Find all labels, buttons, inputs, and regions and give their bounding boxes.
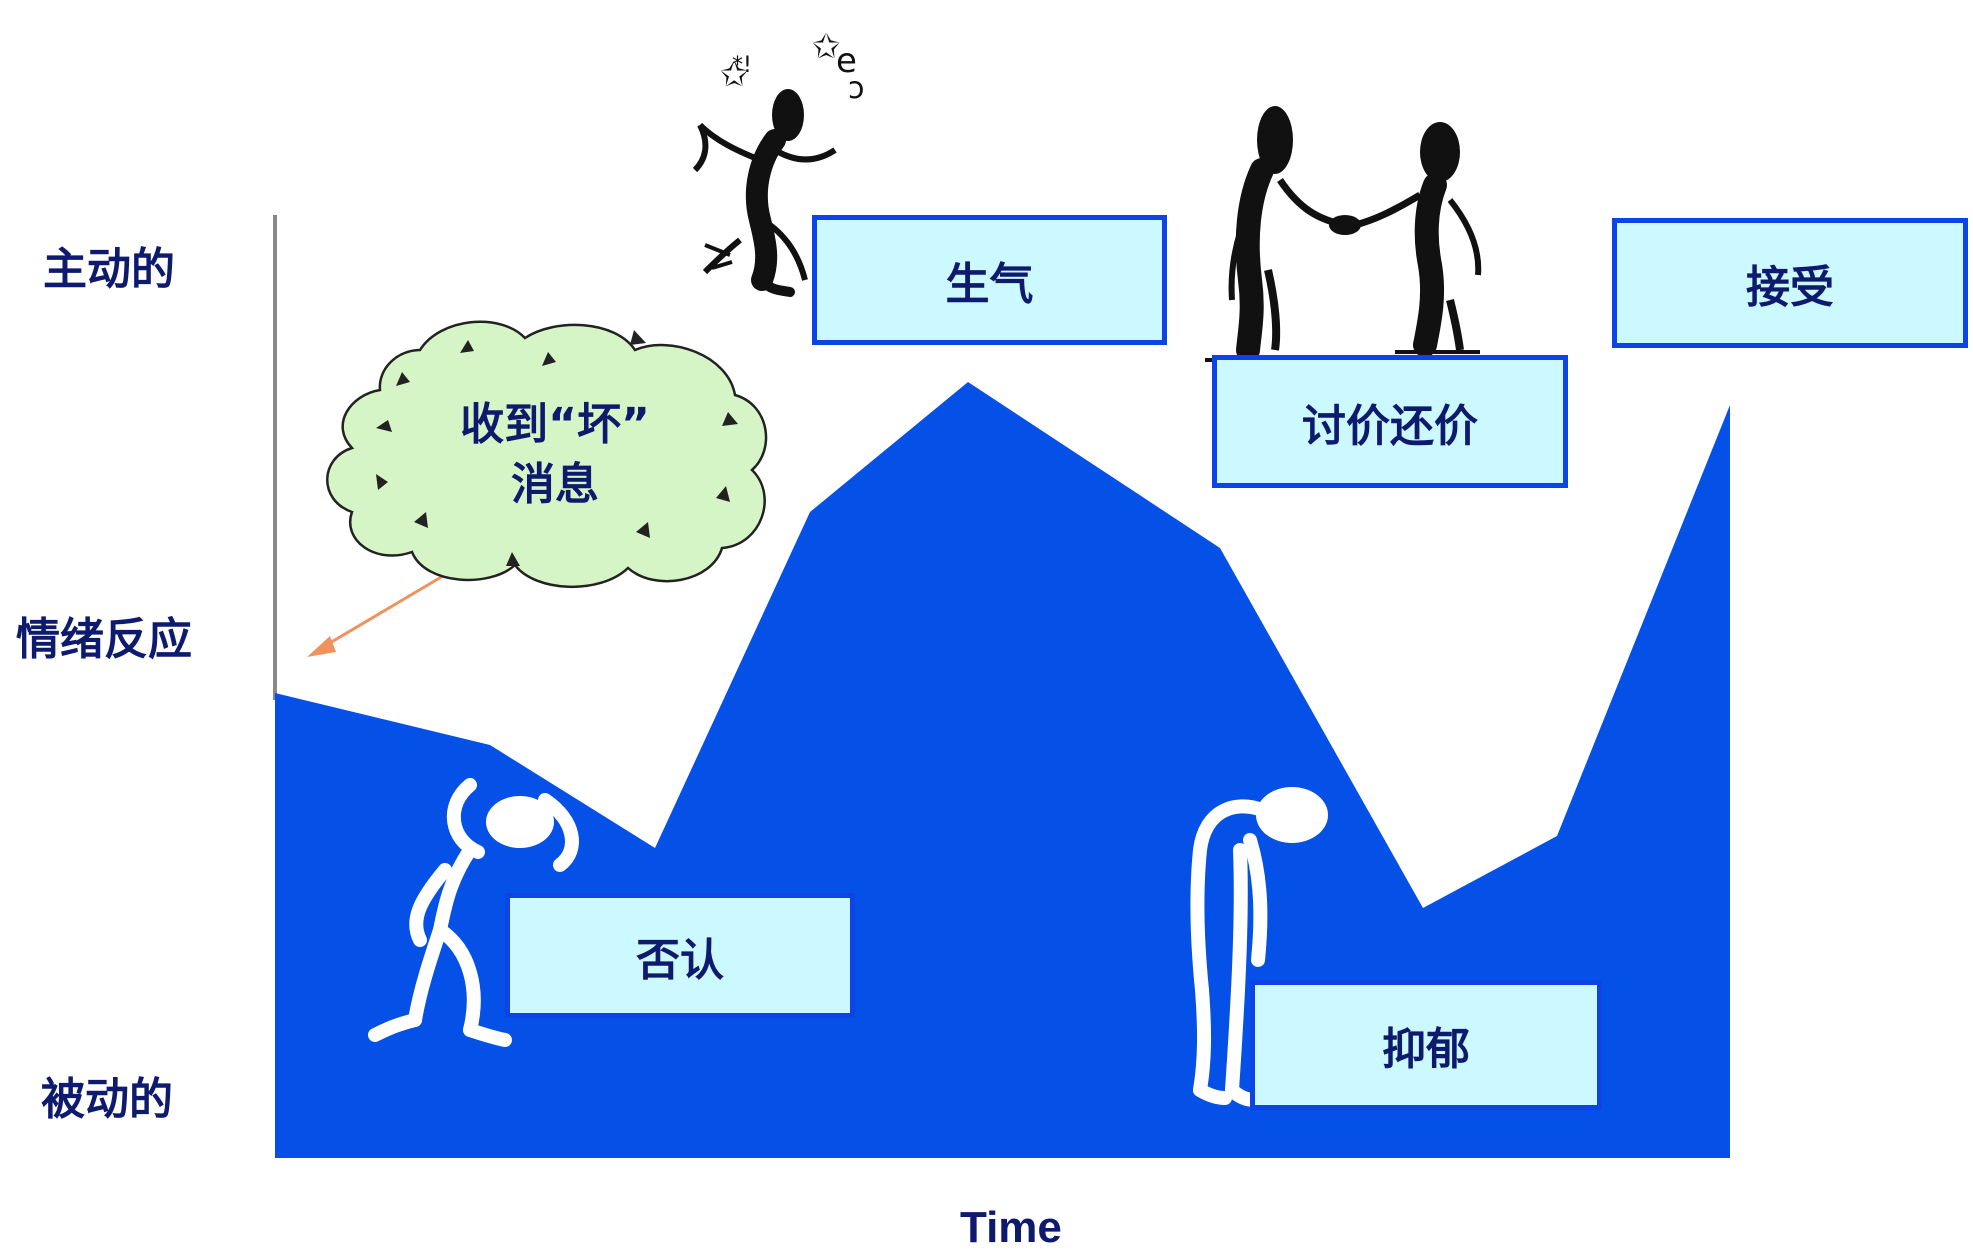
stage-box-acceptance: 接受 xyxy=(1612,218,1968,348)
svg-text:✩: ✩ xyxy=(720,55,749,95)
trigger-text: 收到“坏” 消息 xyxy=(435,395,675,515)
stage-label-denial: 否认 xyxy=(636,934,724,986)
trigger-arrow xyxy=(307,571,449,657)
stage-box-anger: 生气 xyxy=(812,215,1167,345)
y-label-active: 主动的 xyxy=(43,244,175,295)
stage-label-acceptance: 接受 xyxy=(1746,262,1834,313)
depressed-figure-icon xyxy=(1190,787,1328,1107)
stage-box-denial: 否认 xyxy=(505,893,855,1018)
stage-label-depression: 抑郁 xyxy=(1382,1024,1470,1075)
stage-box-bargaining: 讨价还价 xyxy=(1212,355,1568,488)
y-label-emotional-response: 情绪反应 xyxy=(16,614,192,665)
trigger-line-2: 消息 xyxy=(511,459,599,510)
y-label-passive: 被动的 xyxy=(41,1074,173,1125)
bad-news-cloud xyxy=(326,320,768,588)
stage-box-depression: 抑郁 xyxy=(1250,980,1602,1110)
svg-text:e: e xyxy=(836,41,857,81)
trigger-line-1: 收到“坏” xyxy=(460,399,650,450)
stage-label-anger: 生气 xyxy=(945,259,1034,310)
stressed-figure-icon xyxy=(368,778,579,1047)
svg-text:*!: *! xyxy=(732,53,752,78)
handshake-figures-icon xyxy=(1205,106,1482,362)
svg-text:✩: ✩ xyxy=(812,27,841,67)
svg-text:ɔ: ɔ xyxy=(848,71,864,106)
angry-figure-icon: ✩ *! ✩ e ɔ xyxy=(692,27,864,297)
stage-label-bargaining: 讨价还价 xyxy=(1302,400,1478,452)
x-label-time: Time xyxy=(960,1203,1062,1252)
